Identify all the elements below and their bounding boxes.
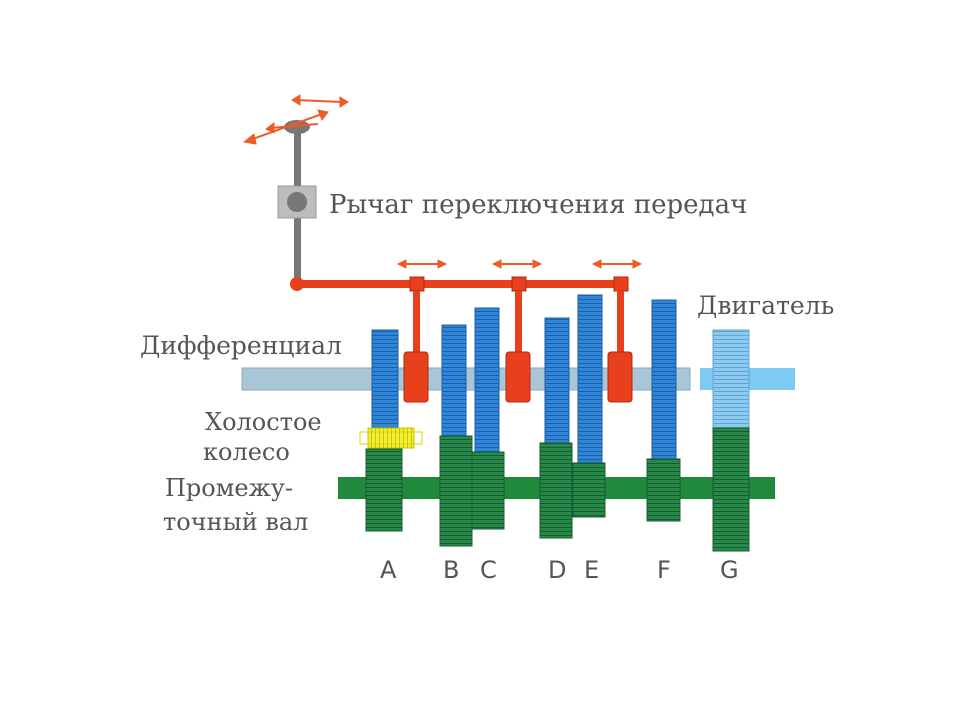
lever-pivot — [287, 192, 307, 212]
selector-fork-icon — [403, 351, 429, 403]
gear-letter-a: A — [380, 556, 397, 584]
idler-gear-hub — [359, 431, 423, 445]
gear-icon — [539, 442, 573, 539]
fork-rod — [617, 291, 624, 366]
double-arrow-icon — [291, 94, 349, 108]
lever-knob-icon[interactable] — [284, 120, 310, 134]
fork-block — [613, 276, 629, 292]
selector-fork-icon — [505, 351, 531, 403]
gear-icon — [712, 427, 750, 552]
gear-icon — [439, 435, 473, 547]
fork-rod — [413, 291, 420, 366]
double-arrow-icon — [396, 259, 448, 269]
gear-icon — [371, 329, 399, 429]
gear-icon — [471, 451, 505, 530]
shift-rail — [297, 280, 627, 288]
label-idler-line2: колесо — [203, 438, 290, 466]
gear-icon — [577, 294, 603, 466]
gear-letter-e: E — [584, 556, 599, 584]
gear-letter-b: B — [443, 556, 459, 584]
idler-gear — [367, 427, 415, 449]
fork-rod — [515, 291, 522, 366]
label-countershaft-line1: Промежу- — [165, 474, 293, 502]
gear-letter-c: C — [480, 556, 497, 584]
fork-block — [409, 276, 425, 292]
label-idler-line1: Холостое — [205, 408, 322, 436]
gear-icon — [572, 462, 606, 518]
gear-letter-g: G — [720, 556, 739, 584]
fork-block — [511, 276, 527, 292]
gear-icon — [651, 299, 677, 463]
gear-icon — [474, 307, 500, 455]
rail-joint — [290, 277, 304, 291]
gear-icon — [712, 329, 750, 429]
gear-icon — [544, 317, 570, 446]
label-differential: Дифференциал — [140, 331, 342, 360]
gear-icon — [365, 448, 403, 532]
shift-arrows — [242, 94, 643, 269]
countershaft-gears — [365, 427, 750, 552]
gear-letter-f: F — [657, 556, 671, 584]
label-shift-lever: Рычаг переключения передач — [329, 190, 747, 220]
double-arrow-icon — [265, 122, 319, 134]
gear-icon — [646, 458, 681, 522]
label-countershaft-line2: точный вал — [163, 508, 308, 536]
main-shaft-gears — [371, 294, 750, 466]
gear-icon — [441, 324, 467, 438]
double-arrow-icon — [491, 259, 543, 269]
gear-letter-d: D — [548, 556, 566, 584]
selector-fork-icon — [607, 351, 633, 403]
shift-mechanism — [277, 120, 633, 403]
double-arrow-icon — [591, 259, 643, 269]
label-engine: Двигатель — [697, 291, 834, 320]
